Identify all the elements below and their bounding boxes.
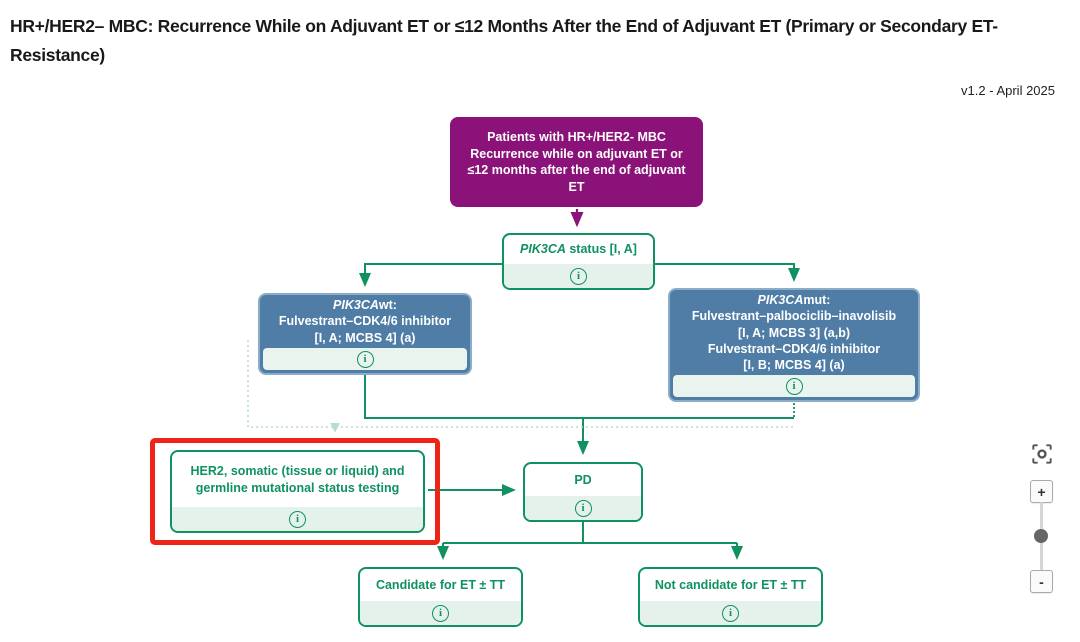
gene-label: PIK3CA [757,293,804,307]
info-footer-pd[interactable]: i [525,496,641,520]
gene-suffix: wt: [378,298,397,313]
status-label: status [I, A] [565,242,637,257]
info-footer-her2-testing[interactable]: i [172,507,423,531]
version-label: v1.2 - April 2025 [961,83,1055,98]
connector-pd-split [443,522,737,544]
node-pik3ca-mut: PIK3CAmut: Fulvestrant–palbociclib–inavo… [668,288,920,402]
node-her2-testing-text: HER2, somatic (tissue or liquid) and ger… [172,452,423,507]
zoom-in-button[interactable]: + [1030,480,1053,503]
node-patients-line: ET [568,179,585,194]
zoom-out-button[interactable]: - [1030,570,1053,593]
info-footer-pik3ca-mut[interactable]: i [673,375,915,398]
node-pik3ca-mut-text: PIK3CAmut: Fulvestrant–palbociclib–inavo… [670,290,918,375]
connector-status-mut [655,263,800,282]
node-patients-line: Patients with HR+/HER2- MBC [487,130,666,144]
node-pd-text: PD [574,472,592,487]
node-pik3ca-wt: PIK3CAwt: Fulvestrant–CDK4/6 inhibitor [… [258,293,472,375]
info-icon[interactable]: i [432,604,449,622]
node-pd: PD i [523,462,643,522]
node-not-candidate-et-tt: Not candidate for ET ± TT i [638,567,823,627]
node-candidate-text: Candidate for ET ± TT [375,577,506,592]
node-patients: Patients with HR+/HER2- MBC Recurrence w… [450,117,703,207]
evidence-line: [I, A; MCBS 4] (a) [314,330,416,345]
highlight-red-box [150,438,440,545]
fit-view-button[interactable] [1029,441,1055,467]
evidence-line: [I, B; MCBS 4] (a) [743,358,845,372]
center-focus-icon [1032,444,1052,464]
node-pik3ca-status: PIK3CA status [I, A] i [502,233,655,290]
zoom-slider-thumb[interactable] [1034,529,1048,543]
info-icon[interactable]: i [289,510,306,528]
node-her2-testing: HER2, somatic (tissue or liquid) and ger… [170,450,425,533]
gene-label: PIK3CA [520,242,566,257]
info-icon[interactable]: i [785,377,803,395]
info-footer-pik3ca-wt[interactable]: i [263,348,467,370]
info-icon[interactable]: i [722,604,739,622]
info-footer-not-candidate[interactable]: i [640,601,821,625]
treatment-line: Fulvestrant–CDK4/6 inhibitor [278,314,452,329]
evidence-line: [I, A; MCBS 3] (a,b) [737,325,851,340]
gene-suffix: mut: [803,293,831,307]
info-icon[interactable]: i [570,267,587,285]
node-pik3ca-status-text: PIK3CA status [I, A] [504,235,653,264]
gene-label: PIK3CA [333,298,379,313]
page-title: HR+/HER2– MBC: Recurrence While on Adjuv… [10,16,998,65]
info-icon[interactable]: i [356,350,374,368]
node-patients-line: Recurrence while on adjuvant ET or [470,146,683,161]
testing-line: germline mutational status testing [195,480,400,495]
node-candidate-et-tt: Candidate for ET ± TT i [358,567,523,627]
node-patients-line: ≤12 months after the end of adjuvant [467,163,686,177]
node-pik3ca-wt-text: PIK3CAwt: Fulvestrant–CDK4/6 inhibitor [… [260,295,470,348]
testing-line: HER2, somatic (tissue or liquid) and [190,464,405,479]
info-footer-candidate[interactable]: i [360,601,521,625]
info-icon[interactable]: i [574,499,592,517]
treatment-line: Fulvestrant–palbociclib–inavolisib [691,309,897,324]
connector-status-wt [359,263,502,287]
treatment-line: Fulvestrant–CDK4/6 inhibitor [707,341,881,356]
info-footer-pik3ca-status[interactable]: i [504,264,653,288]
node-not-candidate-text: Not candidate for ET ± TT [654,577,807,592]
